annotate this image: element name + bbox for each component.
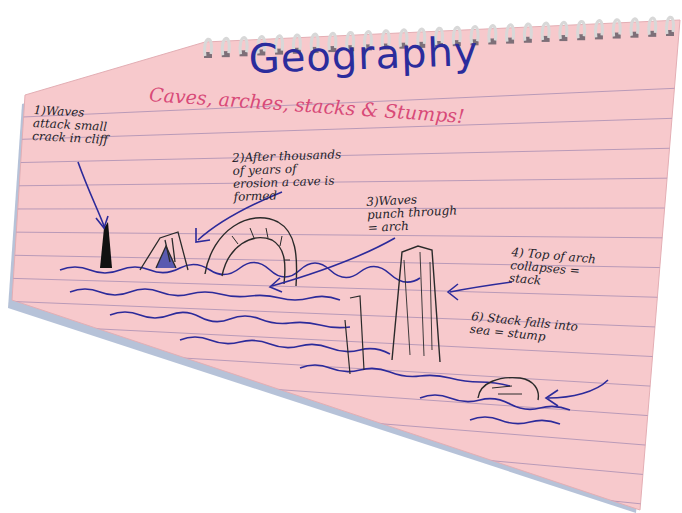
step-note: 2)After thousands of years of erosion a … <box>232 148 346 204</box>
spiral-ring <box>613 20 620 37</box>
spiral-ring <box>667 17 674 34</box>
page-title: Geography <box>248 30 479 81</box>
spiral-ring <box>578 21 585 38</box>
spiral-ring <box>524 24 531 41</box>
spiral-ring <box>595 21 602 38</box>
stump <box>478 378 538 400</box>
pink-card <box>12 20 680 510</box>
spiral-ring <box>240 37 247 54</box>
arch <box>205 218 297 286</box>
spiral-ring <box>631 19 638 36</box>
spiral-ring <box>507 25 514 42</box>
step-note: 1)Waves attack small crack in cliff <box>32 104 126 148</box>
spiral-ring <box>222 38 229 55</box>
cave <box>140 232 188 270</box>
spiral-ring <box>560 22 567 39</box>
spiral-ring <box>489 26 496 43</box>
ruled-lines <box>0 88 682 508</box>
stack <box>345 246 440 374</box>
step-note: 3)Waves punch through = arch <box>366 191 460 235</box>
spiral-ring <box>649 18 656 35</box>
sea-waves <box>60 262 570 424</box>
spiral-ring <box>542 23 549 40</box>
cliff-crack <box>100 222 112 268</box>
spiral-ring <box>205 39 212 56</box>
